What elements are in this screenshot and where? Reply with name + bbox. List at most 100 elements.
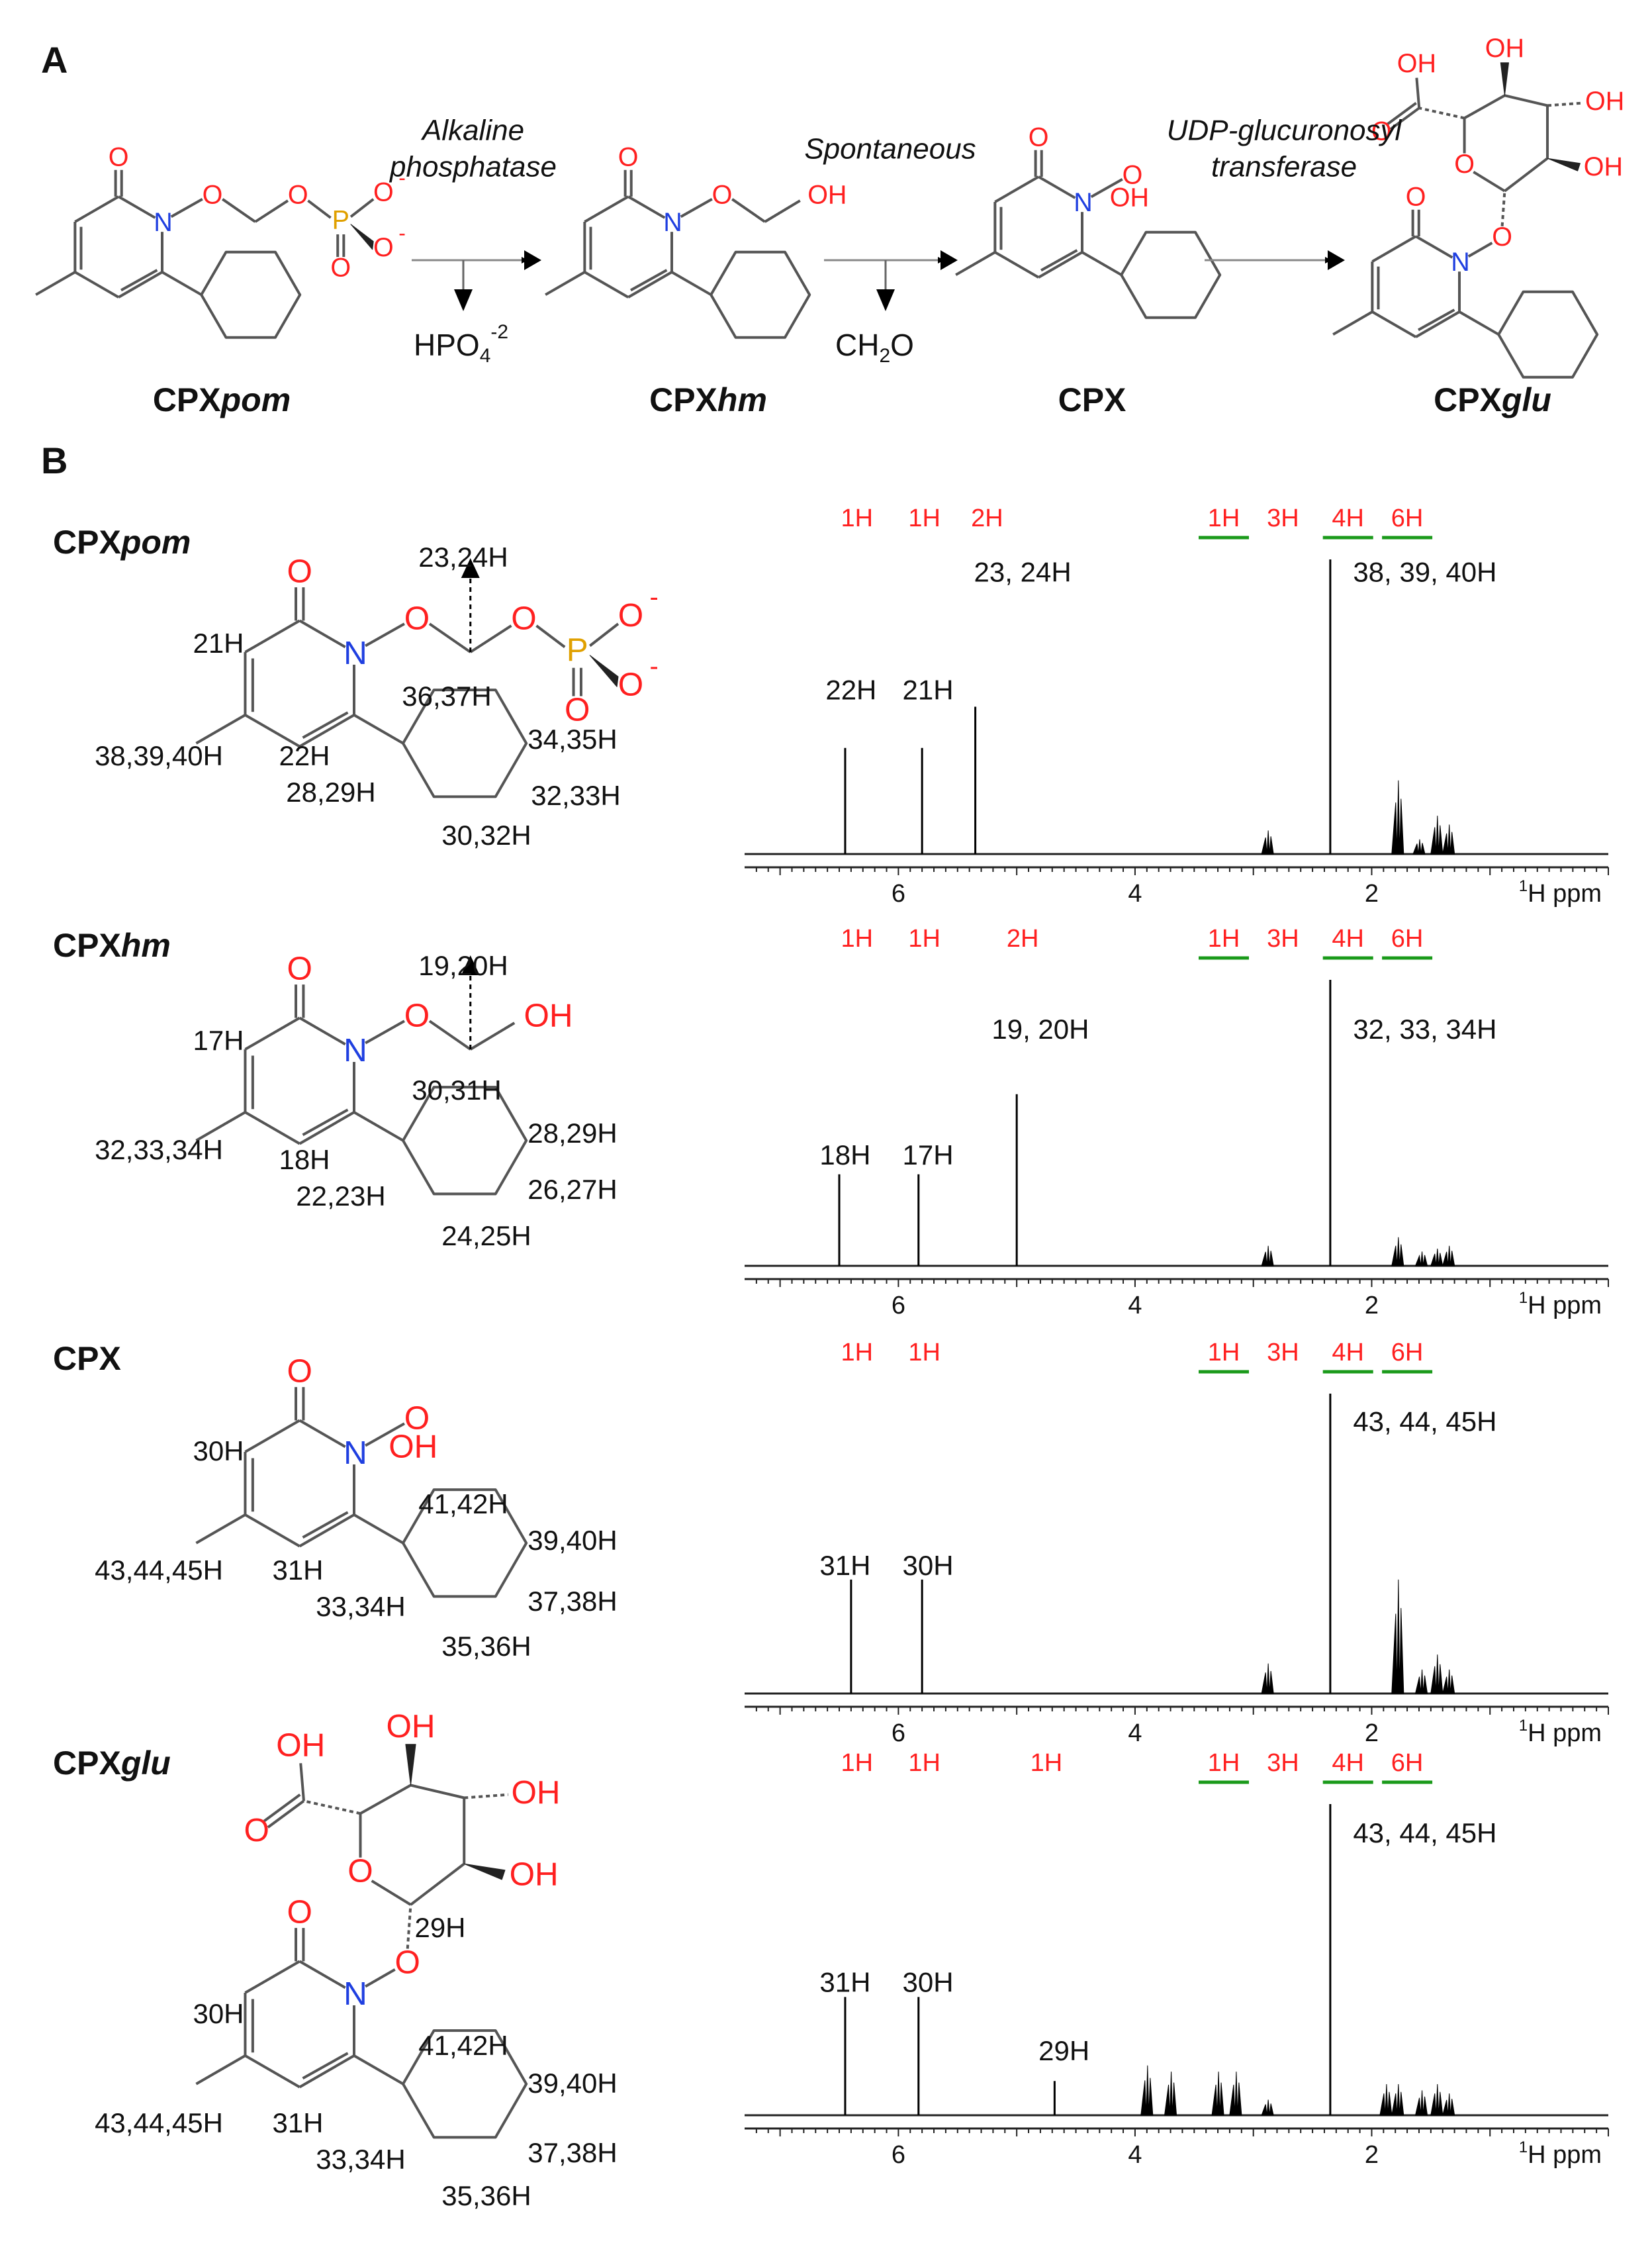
peak-assignment-label: 31H	[819, 1550, 870, 1581]
bond	[627, 271, 672, 299]
proton-label: 30,31H	[412, 1075, 501, 1106]
bond	[680, 198, 713, 218]
formula-part: CH	[835, 328, 879, 362]
double-bond	[302, 1511, 349, 1539]
bond	[1473, 171, 1506, 193]
bond	[535, 624, 566, 648]
bond	[1090, 178, 1123, 199]
formula-part: HPO	[414, 328, 480, 362]
nitrogen-atom: N	[663, 208, 682, 237]
bond	[244, 1960, 300, 1994]
proton-label: 22,23H	[296, 1180, 385, 1212]
double-bond	[1040, 249, 1078, 272]
integration-label: 3H	[1267, 1749, 1299, 1777]
bond	[1415, 77, 1421, 109]
oxygen-atom: O	[511, 600, 536, 637]
compound-title-prefix: CPX	[53, 524, 121, 561]
peak-assignment-label: 17H	[903, 1139, 954, 1170]
hashed-bond	[1547, 101, 1583, 107]
charge-sign: -	[398, 166, 406, 189]
oxygen-atom: O	[373, 233, 394, 262]
hashed-bond	[1418, 107, 1465, 120]
nmr-peak	[1391, 1237, 1404, 1266]
unit-superscript: 1	[1519, 2138, 1528, 2156]
bond	[589, 622, 620, 647]
bond	[170, 198, 203, 218]
integration-label: 6H	[1391, 925, 1424, 953]
proton-label: 33,34H	[316, 2144, 405, 2175]
proton-label: 31H	[272, 2107, 323, 2138]
nmr-peak	[1379, 2083, 1393, 2116]
bond	[428, 1020, 471, 1051]
integration-label: 6H	[1391, 1339, 1424, 1366]
oxygen-atom: O	[330, 254, 351, 283]
peak-assignment-label: 18H	[819, 1139, 870, 1170]
proton-label: 30H	[193, 1435, 244, 1466]
proton-label: 28,29H	[286, 777, 375, 808]
bond	[244, 619, 300, 653]
panel-label-a: A	[41, 39, 68, 81]
oxygen-atom: O	[244, 1812, 269, 1848]
proton-label: 22H	[279, 740, 330, 771]
double-bond	[630, 269, 668, 292]
proton-label: 39,40H	[528, 2068, 617, 2099]
bond	[1504, 157, 1549, 193]
cyclohexane-ring	[402, 689, 528, 798]
bond	[244, 1513, 300, 1548]
proton-label: 28,29H	[528, 1118, 617, 1149]
bond	[118, 195, 156, 219]
hydroxyl-group: OH	[510, 1856, 559, 1892]
unit-text: H ppm	[1528, 1292, 1602, 1319]
x-tick-label: 6	[892, 1292, 905, 1319]
enzyme-label: Spontaneous	[804, 133, 976, 166]
methyl-bond	[1332, 310, 1373, 336]
double-bond	[302, 711, 349, 739]
enzyme-label: transferase	[1211, 151, 1357, 183]
wedge-bond	[589, 655, 619, 687]
integration-label: 1H	[908, 1339, 941, 1366]
oxygen-atom: O	[404, 1400, 430, 1437]
oxygen-atom: O	[1406, 182, 1426, 211]
compound-title-prefix: CPX	[1058, 381, 1126, 418]
bond	[1463, 94, 1506, 120]
nmr-peak	[1229, 2072, 1242, 2116]
x-tick-label: 6	[892, 880, 905, 908]
bond	[1415, 235, 1453, 259]
compound-title-prefix: CPX	[53, 927, 121, 964]
hydroxyl-group: OH	[512, 1774, 561, 1811]
methyl-bond	[195, 1513, 246, 1545]
bond	[1467, 242, 1493, 258]
peak-assignment-label: 29H	[1038, 2035, 1089, 2066]
proton-label: 37,38H	[528, 1586, 617, 1617]
methyl-bond	[545, 271, 586, 296]
nmr-peak	[1261, 1663, 1274, 1694]
bond	[349, 198, 375, 218]
oxygen-atom: O	[565, 691, 590, 728]
proton-label: 41,42H	[418, 1488, 508, 1519]
peak-assignment-label: 22H	[825, 674, 876, 705]
hydroxyl-group: OH	[1485, 34, 1524, 63]
bond	[298, 2054, 355, 2089]
methyl-bond	[195, 2054, 246, 2085]
nitrogen-atom: N	[344, 1976, 367, 2012]
double-bond	[302, 2052, 349, 2079]
bond	[161, 271, 203, 296]
bond	[299, 1763, 305, 1801]
oxygen-atom: O	[1123, 160, 1143, 189]
peak-assignment-label: 43, 44, 45H	[1353, 1406, 1496, 1437]
bond	[584, 195, 629, 223]
arrow-head	[461, 955, 480, 975]
nitrogen-atom: N	[344, 1435, 367, 1471]
arrow-head	[454, 289, 473, 311]
compound-title-prefix: CPX	[649, 381, 717, 418]
peak-assignment-label: 31H	[819, 1967, 870, 1998]
bond	[263, 1793, 301, 1823]
x-axis-unit: 1H ppm	[1519, 1289, 1602, 1319]
wedge-bond	[1500, 62, 1509, 96]
